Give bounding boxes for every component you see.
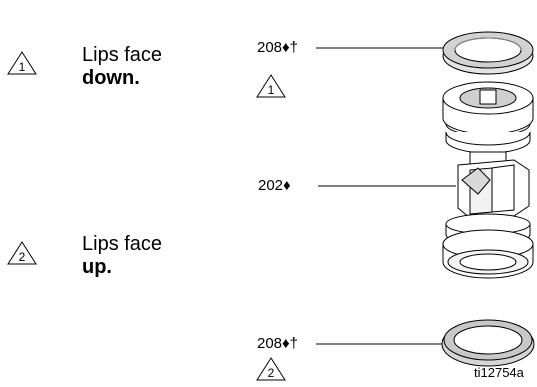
note-1-marker: 1 [7, 51, 37, 75]
bottom-seal-marker-number: 2 [268, 366, 275, 380]
bottom-seal-marker: 2 [256, 357, 286, 381]
housing-callout-label: 202♦ [258, 177, 291, 194]
note-2-line2: up. [82, 256, 112, 278]
note-1-marker-number: 1 [19, 60, 26, 74]
top-seal-marker: 1 [256, 74, 286, 98]
piston-housing-assembly [442, 81, 534, 279]
note-1-line2: down. [82, 67, 140, 89]
note-2-marker: 2 [7, 241, 37, 265]
top-seal-marker-number: 1 [268, 83, 275, 97]
top-seal-callout-label: 208♦† [257, 39, 299, 56]
bottom-seal-callout-label: 208♦† [257, 335, 299, 352]
note-2-text: Lips face up. [82, 233, 162, 279]
note-2-line1: Lips face [82, 233, 163, 255]
note-2-marker-number: 2 [19, 250, 26, 264]
bottom-seal-ring [441, 319, 535, 367]
top-seal-ring [442, 31, 534, 75]
figure-id: ti12754a [474, 365, 524, 380]
note-1-line1: Lips face [82, 44, 163, 66]
note-1-text: Lips face down. [82, 44, 162, 90]
